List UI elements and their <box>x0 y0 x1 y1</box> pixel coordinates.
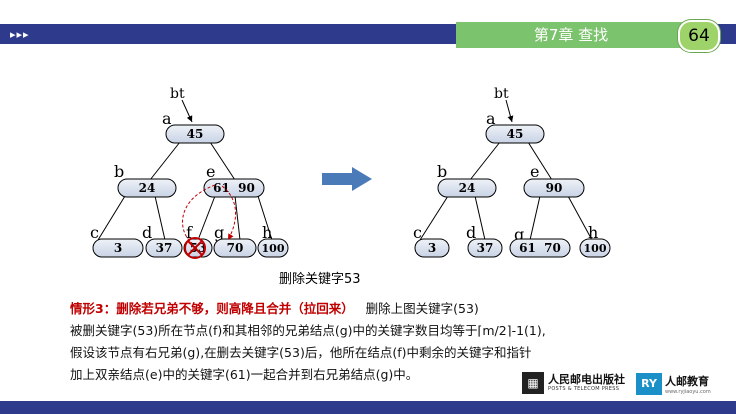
merge-arrow-left <box>182 184 216 244</box>
right-node-a-keys: 45 <box>507 127 524 141</box>
left-node-a <box>165 124 225 144</box>
right-node-e <box>523 178 585 198</box>
btree-diagrams: bt a 45 b 24 e 61 90 c 3 d 37 f <box>90 86 611 259</box>
right-letter-a: a <box>486 109 496 128</box>
right-letter-b: b <box>437 162 447 181</box>
explanation-line-4: 加上双亲结点(e)中的关键字(61)一起合并到右兄弟结点(g)中。 <box>70 367 419 382</box>
publisher-name: 人民邮电出版社 <box>548 373 625 386</box>
right-node-c <box>414 238 450 258</box>
left-node-h <box>257 238 289 258</box>
right-node-d <box>467 238 503 258</box>
left-node-g <box>213 238 257 258</box>
right-bt-arrow <box>505 99 514 123</box>
footer-bar <box>0 401 736 414</box>
left-node-e <box>203 178 265 198</box>
left-node-a-keys: 45 <box>187 127 204 141</box>
case-title: 情形3：删除若兄弟不够，则高降且合并（拉回来） <box>70 301 354 316</box>
right-letter-c: c <box>413 223 422 242</box>
right-node-h <box>579 238 611 258</box>
page-number: 64 <box>678 20 720 52</box>
right-node-c-keys: 3 <box>428 241 436 255</box>
left-node-b <box>117 178 177 198</box>
edu-name: 人邮教育 <box>665 375 709 388</box>
left-letter-b: b <box>114 162 124 181</box>
left-letter-h: h <box>262 223 272 242</box>
right-node-d-keys: 37 <box>477 241 494 255</box>
right-letter-d: d <box>466 223 476 242</box>
left-bt-arrow <box>181 99 193 123</box>
left-letter-f: f <box>186 223 193 242</box>
right-tree: bt a 45 b 24 e 90 c 3 d 37 g 61 70 h 100 <box>413 86 611 258</box>
left-tree-edges <box>97 141 273 241</box>
left-node-h-keys: 100 <box>262 242 285 255</box>
delete-mark-icon <box>184 237 206 259</box>
header-arrows: ▸▸▸ <box>10 28 30 41</box>
left-node-c-keys: 3 <box>114 241 122 255</box>
header-bar: ▸▸▸ 第7章 查找 64 <box>0 0 736 52</box>
right-node-b-keys: 24 <box>459 181 476 195</box>
left-node-f-keys: 53 <box>190 241 207 255</box>
left-letter-g: g <box>214 223 224 242</box>
case-heading-line: 情形3：删除若兄弟不够，则高降且合并（拉回来） 删除上图关键字(53) <box>70 298 690 320</box>
right-node-g-keys: 61 70 <box>519 241 561 255</box>
left-letter-a: a <box>162 109 172 128</box>
publisher-name-en: POSTS & TELECOM PRESS <box>548 386 620 392</box>
edu-logo-icon: RY <box>636 373 662 395</box>
right-node-h-keys: 100 <box>584 242 607 255</box>
left-node-c <box>92 238 144 258</box>
left-tree: bt a 45 b 24 e 61 90 c 3 d 37 f <box>90 86 289 259</box>
left-node-d-keys: 37 <box>156 241 173 255</box>
edu-url: www.ryjiaoyu.com <box>665 389 711 395</box>
right-node-a <box>485 124 545 144</box>
left-node-e-keys: 61 90 <box>213 181 255 195</box>
right-bt-label: bt <box>494 86 509 102</box>
right-tree-edges <box>419 141 593 241</box>
left-letter-d: d <box>142 223 152 242</box>
right-letter-e: e <box>530 162 539 181</box>
right-letter-h: h <box>588 223 598 242</box>
right-letter-g: g <box>514 225 524 244</box>
left-node-d <box>145 238 183 258</box>
explanation-line-3: 假设该节点有右兄弟(g),在删去关键字(53)后，他所在结点(f)中剩余的关键字… <box>70 345 532 360</box>
publisher-logo-icon: ▦ <box>522 372 544 394</box>
right-node-b <box>437 178 497 198</box>
right-node-g <box>509 238 571 258</box>
edu-logo: RY 人邮教育 www.ryjiaoyu.com <box>636 373 711 395</box>
left-letter-e: e <box>206 162 215 181</box>
transform-arrow-icon <box>322 167 372 191</box>
explanation-line-2: 被删关键字(53)所在节点(f)和其相邻的兄弟结点(g)中的关键字数目均等于⌈m… <box>70 323 546 338</box>
left-letter-c: c <box>90 223 99 242</box>
diagram-caption: 删除关键字53 <box>279 272 361 287</box>
publisher-logo: ▦ 人民邮电出版社 POSTS & TELECOM PRESS <box>522 372 625 394</box>
explanation-text: 情形3：删除若兄弟不够，则高降且合并（拉回来） 删除上图关键字(53) 被删关键… <box>70 298 690 386</box>
merge-arrow-right <box>221 185 237 241</box>
left-node-g-keys: 70 <box>227 241 244 255</box>
case-tail: 删除上图关键字(53) <box>353 301 479 316</box>
left-node-b-keys: 24 <box>139 181 156 195</box>
left-bt-label: bt <box>170 86 185 102</box>
chapter-title: 第7章 查找 <box>456 22 686 48</box>
right-node-e-keys: 90 <box>546 181 563 195</box>
